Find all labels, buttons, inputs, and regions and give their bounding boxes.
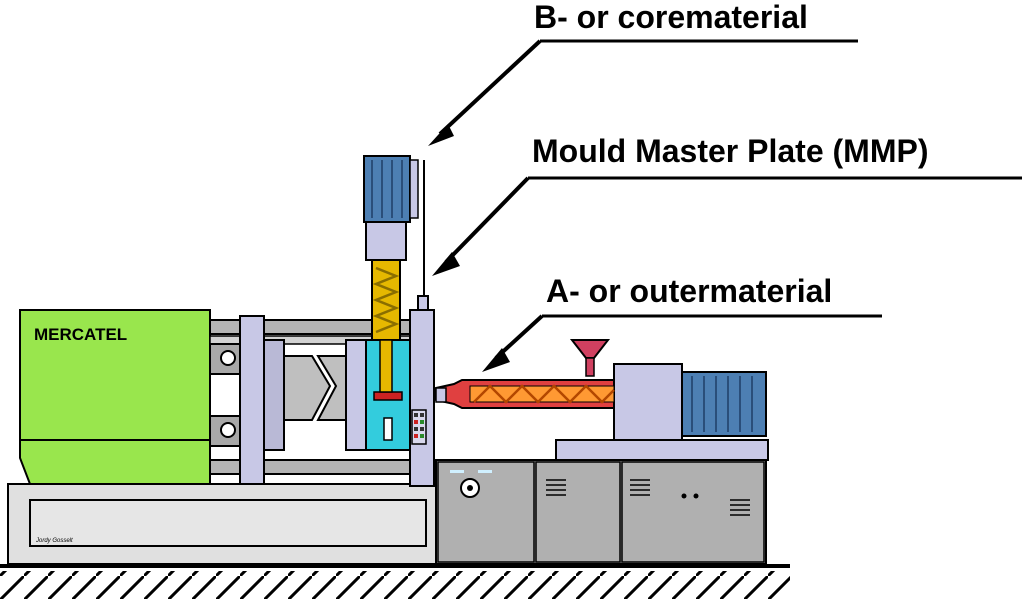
signature: Jordy Gosselt — [35, 538, 73, 544]
core-material-label: B- or corematerial — [534, 0, 808, 35]
callout-mould-master-plate: Mould Master Plate (MMP) — [432, 133, 1022, 276]
injection-cabinet — [435, 459, 767, 565]
mould-plate — [345, 339, 411, 451]
arrowhead — [428, 124, 454, 146]
outer-material-label: A- or outermaterial — [546, 273, 832, 309]
mmp-label: Mould Master Plate (MMP) — [532, 133, 928, 169]
arrowhead — [482, 348, 510, 372]
arrowhead — [432, 252, 460, 276]
floor — [0, 564, 790, 599]
mould-master-plate — [409, 160, 435, 487]
moving-platen — [239, 315, 285, 485]
brand-label: MERCATEL — [34, 325, 127, 344]
callout-outer-material: A- or outermaterial — [482, 273, 882, 372]
toggle-mechanism — [209, 343, 241, 447]
callout-core-material: B- or corematerial — [428, 0, 858, 146]
core-injection-unit — [363, 155, 419, 393]
clamp-unit: MERCATEL — [19, 309, 211, 485]
clamp-base: Jordy Gosselt — [7, 483, 439, 565]
outer-injection-unit — [435, 339, 769, 461]
mould-halves — [283, 355, 347, 421]
